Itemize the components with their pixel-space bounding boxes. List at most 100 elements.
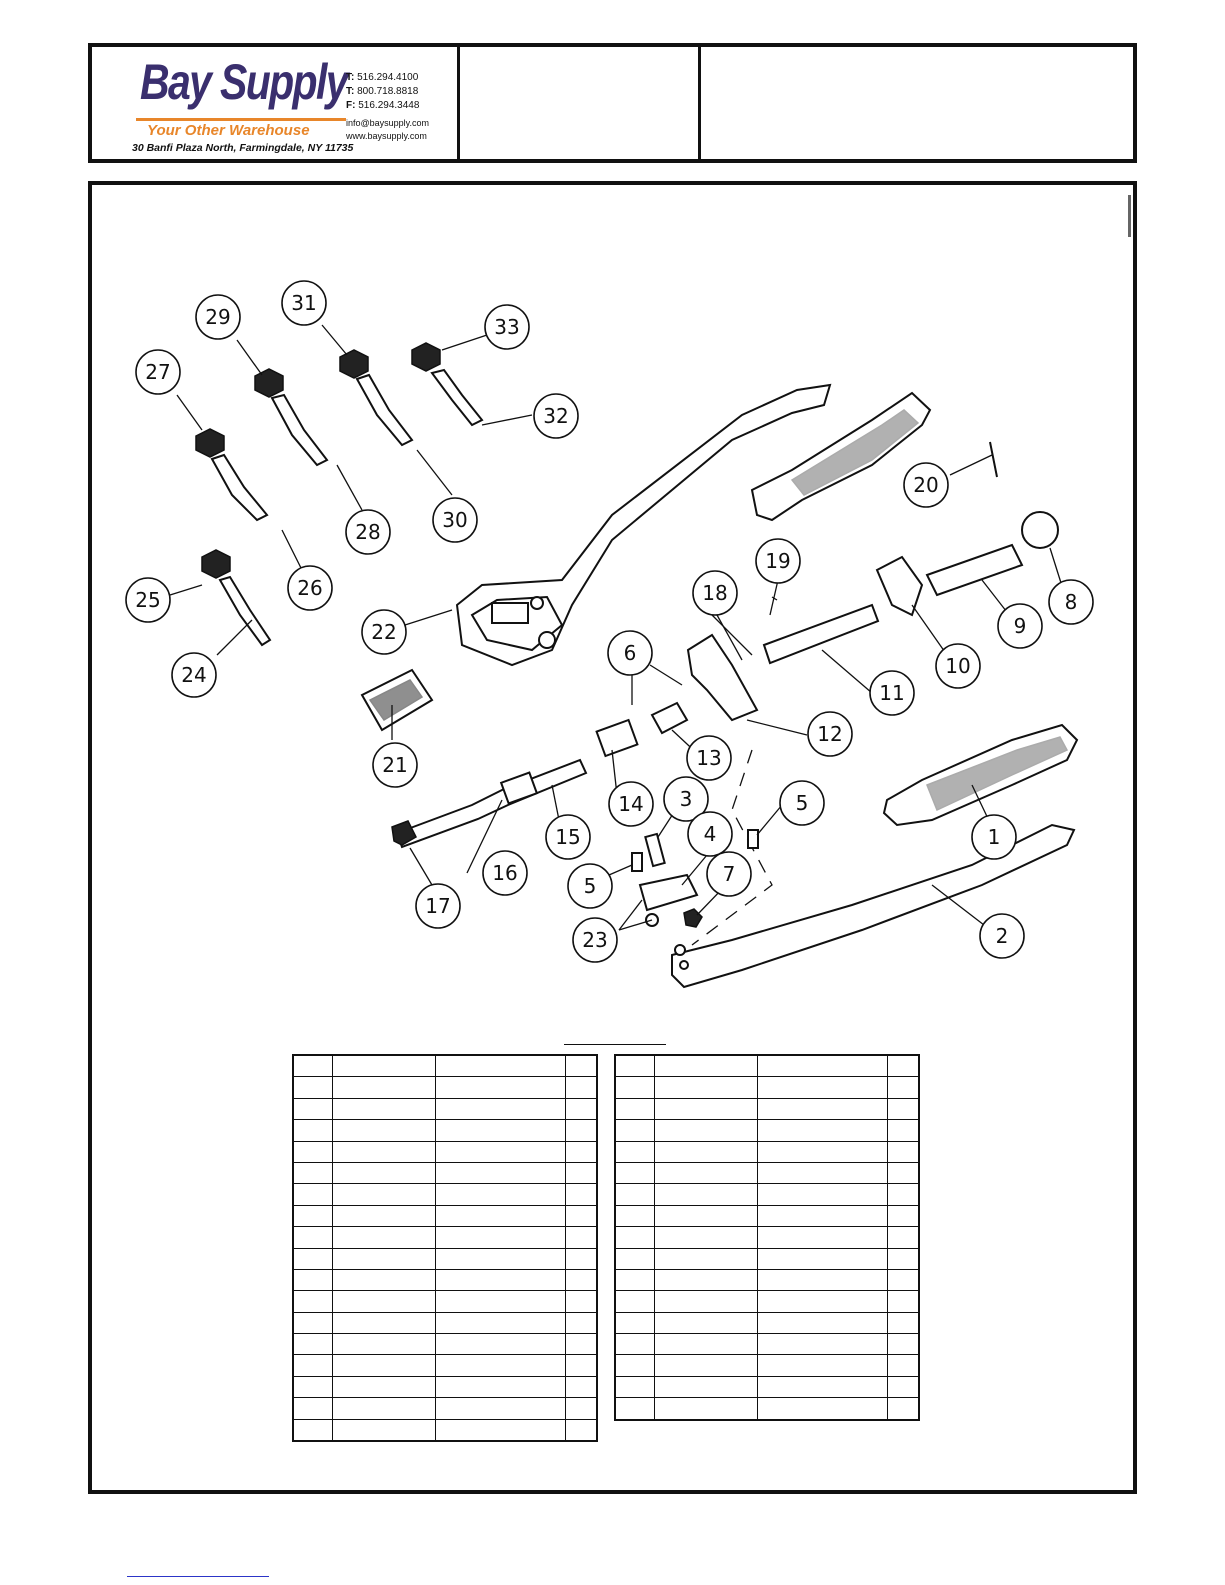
parts-list-title-underline xyxy=(564,1044,666,1045)
callout-31: 31 xyxy=(281,280,327,326)
table-cell xyxy=(653,1333,758,1356)
table-cell xyxy=(614,1311,655,1335)
table-cell xyxy=(756,1397,889,1421)
table-row xyxy=(614,1119,920,1142)
table-row xyxy=(292,1354,598,1377)
table-cell xyxy=(756,1097,889,1121)
table-cell xyxy=(565,1097,598,1121)
upper-grip-part xyxy=(750,391,932,522)
table-cell xyxy=(887,1161,920,1185)
callout-27: 27 xyxy=(135,349,181,395)
table-cell xyxy=(565,1333,598,1356)
table-cell xyxy=(292,1204,333,1228)
table-cell xyxy=(331,1290,436,1313)
lower-handle-part xyxy=(671,823,1076,989)
table-cell xyxy=(434,1247,567,1270)
table-row xyxy=(614,1247,920,1270)
table-cell xyxy=(565,1183,598,1206)
header-box: Bay Supply Your Other Warehouse 30 Banfi… xyxy=(88,43,1137,163)
table-row xyxy=(292,1247,598,1270)
parts-table-left xyxy=(292,1054,598,1443)
table-cell xyxy=(614,1226,655,1249)
table-cell xyxy=(756,1204,889,1228)
callout-25: 25 xyxy=(125,577,171,623)
knob-part xyxy=(360,668,434,732)
table-cell xyxy=(331,1119,436,1142)
callout-1: 1 xyxy=(971,814,1017,860)
table-cell xyxy=(653,1097,758,1121)
table-cell xyxy=(331,1418,436,1442)
table-cell xyxy=(434,1119,567,1142)
table-cell xyxy=(756,1054,889,1078)
table-cell xyxy=(434,1397,567,1420)
table-cell xyxy=(565,1054,598,1078)
callout-16: 16 xyxy=(482,850,528,896)
table-cell xyxy=(614,1161,655,1185)
table-cell xyxy=(887,1183,920,1206)
callout-22: 22 xyxy=(361,609,407,655)
table-cell xyxy=(653,1290,758,1313)
table-cell xyxy=(292,1183,333,1206)
table-cell xyxy=(292,1076,333,1099)
table-cell xyxy=(434,1204,567,1228)
callout-11: 11 xyxy=(869,670,915,716)
table-cell xyxy=(331,1375,436,1399)
svg-text:13: 13 xyxy=(696,746,721,770)
table-cell xyxy=(653,1054,758,1078)
table-cell xyxy=(614,1076,655,1099)
bolt-assemblies xyxy=(195,342,484,647)
table-cell xyxy=(434,1183,567,1206)
svg-text:17: 17 xyxy=(425,894,450,918)
table-cell xyxy=(292,1140,333,1163)
table-cell xyxy=(756,1333,889,1356)
table-row xyxy=(292,1226,598,1249)
callout-20: 20 xyxy=(903,462,949,508)
table-row xyxy=(292,1076,598,1099)
svg-text:24: 24 xyxy=(181,663,206,687)
table-cell xyxy=(565,1119,598,1142)
svg-text:2: 2 xyxy=(996,924,1009,948)
table-row xyxy=(614,1333,920,1356)
table-cell xyxy=(887,1311,920,1335)
table-row xyxy=(614,1097,920,1121)
callout-8: 8 xyxy=(1048,579,1094,625)
table-cell xyxy=(331,1161,436,1185)
callout-6: 6 xyxy=(607,630,653,676)
table-row xyxy=(292,1054,598,1078)
table-cell xyxy=(756,1226,889,1249)
callout-32: 32 xyxy=(533,393,579,439)
table-row xyxy=(292,1097,598,1121)
table-cell xyxy=(565,1418,598,1442)
table-cell xyxy=(653,1226,758,1249)
upper-handle-part xyxy=(455,383,832,667)
phone-2: T: 800.718.8818 xyxy=(346,86,419,97)
svg-text:29: 29 xyxy=(205,305,230,329)
table-cell xyxy=(887,1076,920,1099)
table-cell xyxy=(292,1290,333,1313)
callout-21: 21 xyxy=(372,742,418,788)
table-cell xyxy=(756,1119,889,1142)
table-cell xyxy=(887,1375,920,1399)
callout-13: 13 xyxy=(686,735,732,781)
svg-text:4: 4 xyxy=(704,822,717,846)
table-row xyxy=(292,1311,598,1335)
callout-17: 17 xyxy=(415,883,461,929)
table-cell xyxy=(434,1140,567,1163)
table-cell xyxy=(434,1311,567,1335)
table-cell xyxy=(614,1397,655,1421)
callout-2: 2 xyxy=(979,913,1025,959)
svg-text:11: 11 xyxy=(879,681,904,705)
svg-text:28: 28 xyxy=(355,520,380,544)
callout-15: 15 xyxy=(545,814,591,860)
table-cell xyxy=(292,1161,333,1185)
table-cell xyxy=(887,1204,920,1228)
table-row xyxy=(292,1204,598,1228)
table-cell xyxy=(887,1119,920,1142)
table-cell xyxy=(331,1076,436,1099)
svg-text:14: 14 xyxy=(618,792,643,816)
table-row xyxy=(292,1397,598,1420)
callout-26: 26 xyxy=(287,565,333,611)
table-row xyxy=(292,1119,598,1142)
svg-text:30: 30 xyxy=(442,508,467,532)
table-row xyxy=(614,1290,920,1313)
